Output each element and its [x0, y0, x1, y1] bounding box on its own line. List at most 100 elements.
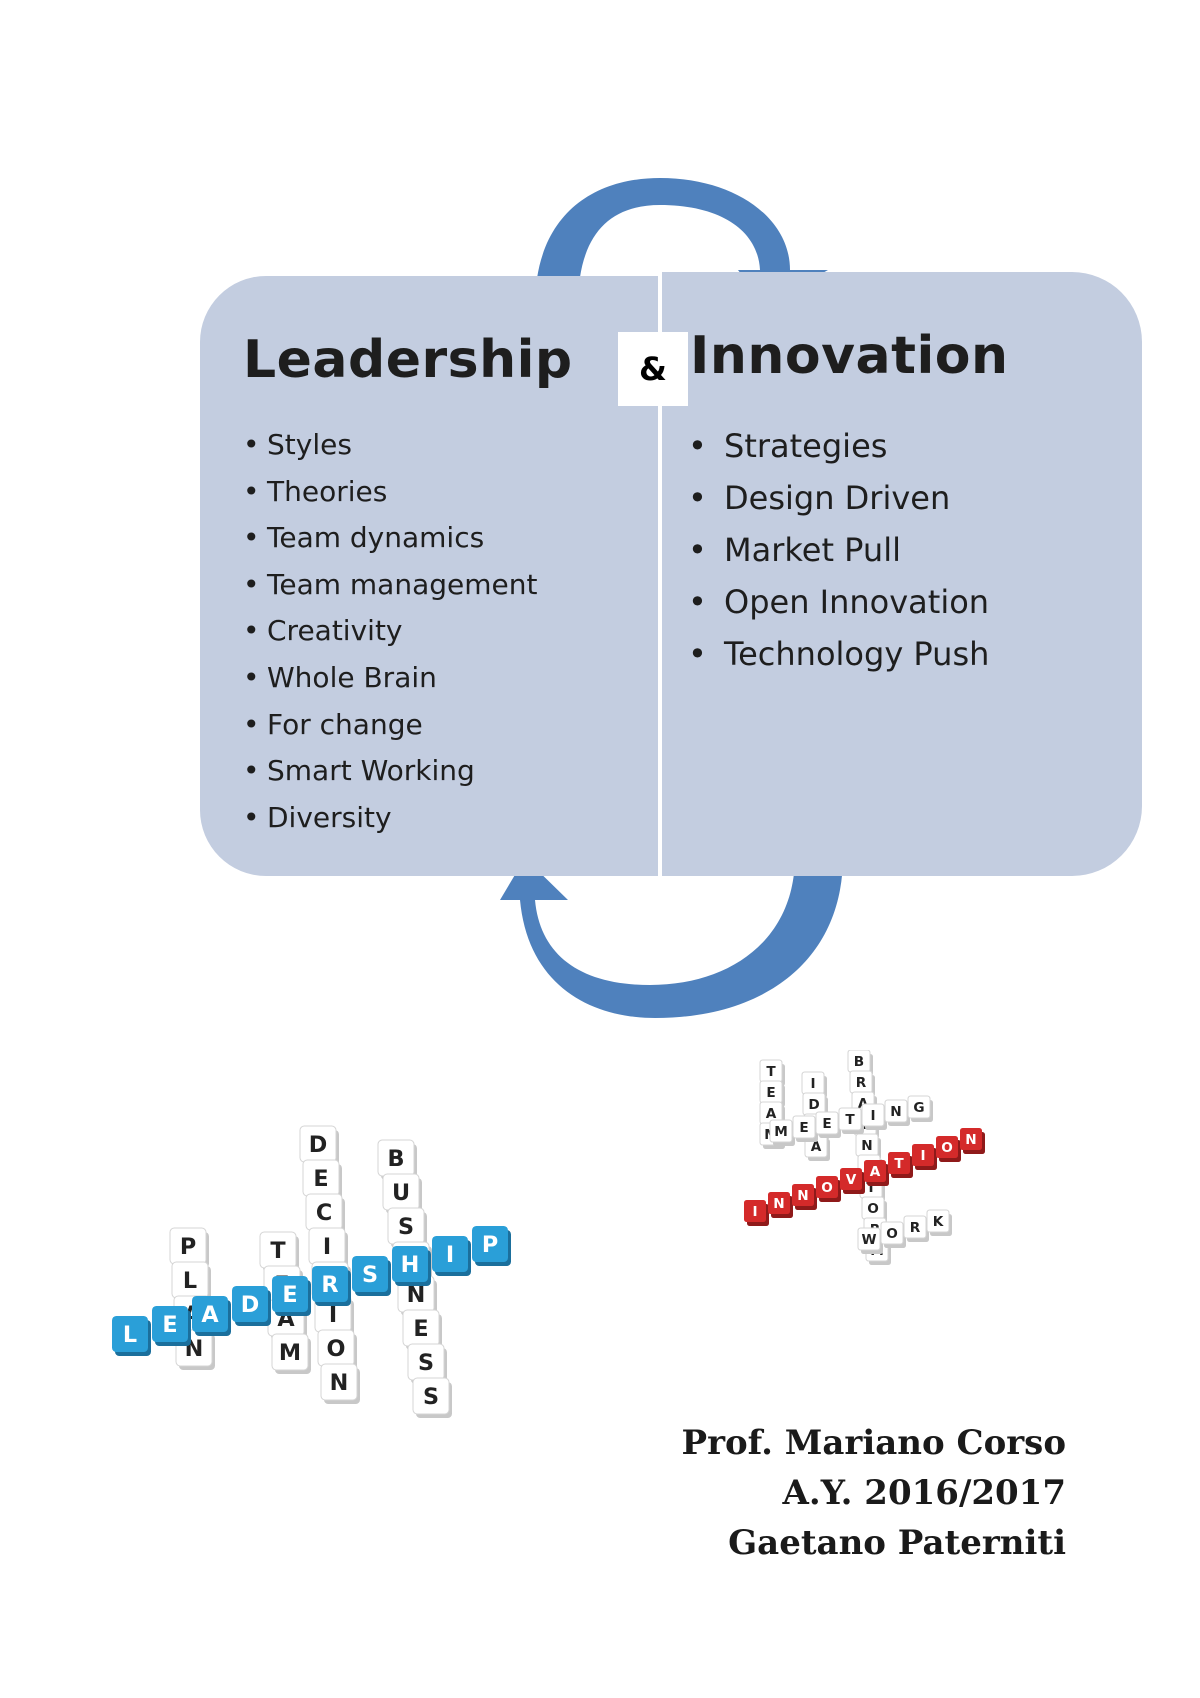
svg-text:E: E [799, 1120, 808, 1136]
svg-text:P: P [180, 1234, 196, 1260]
svg-text:B: B [387, 1146, 404, 1172]
svg-text:M: M [774, 1124, 788, 1140]
letter-cube-white: O [317, 1329, 357, 1370]
svg-text:E: E [822, 1116, 831, 1132]
letter-cube-white: C [305, 1193, 345, 1234]
svg-text:O: O [821, 1180, 833, 1196]
letter-cube-white: D [299, 1125, 339, 1166]
svg-text:D: D [241, 1292, 260, 1318]
letter-cube-white: S [412, 1377, 452, 1418]
svg-text:I: I [870, 1108, 875, 1124]
svg-text:S: S [362, 1262, 378, 1288]
svg-text:D: D [309, 1132, 328, 1158]
letter-cube-white: I [308, 1227, 348, 1268]
svg-text:T: T [845, 1112, 855, 1128]
letter-cube-white: N [320, 1363, 360, 1404]
letter-cube-blue: R [312, 1266, 351, 1306]
letter-cube-red: V [840, 1168, 865, 1194]
letter-cube-red: I [744, 1200, 769, 1226]
letter-cube-white: M [271, 1333, 311, 1374]
svg-text:E: E [413, 1316, 428, 1342]
svg-text:S: S [398, 1214, 414, 1240]
letter-cube-blue: I [432, 1236, 471, 1276]
letter-cube-red: N [792, 1184, 817, 1210]
letter-cube-white: U [382, 1173, 422, 1214]
letter-cube-blue: A [192, 1296, 231, 1336]
svg-text:W: W [861, 1232, 876, 1248]
letter-cube-red: A [864, 1160, 889, 1186]
svg-text:I: I [752, 1204, 757, 1220]
letter-cube-blue: E [152, 1306, 191, 1346]
svg-text:N: N [330, 1370, 349, 1396]
svg-text:R: R [910, 1220, 921, 1236]
innovation-title: Innovation [690, 326, 1009, 386]
svg-text:S: S [423, 1384, 439, 1410]
svg-text:E: E [162, 1312, 177, 1338]
svg-text:A: A [811, 1139, 822, 1155]
letter-cube-blue: H [392, 1246, 431, 1286]
letter-cube-white: S [407, 1343, 447, 1384]
list-item: •Open Innovation [688, 583, 990, 621]
letter-cube-white: N [884, 1099, 910, 1126]
student-name: Gaetano Paterniti [728, 1523, 1066, 1563]
letter-cube-white: E [792, 1115, 818, 1142]
professor-name: Prof. Mariano Corso [681, 1423, 1066, 1463]
bottom-cycle-arrow [500, 856, 843, 1018]
letter-cube-white: I [861, 1103, 887, 1130]
list-item: •For change [243, 707, 423, 741]
svg-text:N: N [407, 1282, 426, 1308]
svg-text:T: T [866, 1180, 876, 1196]
list-item: •Diversity [243, 800, 392, 834]
svg-text:T: T [894, 1156, 904, 1172]
svg-text:N: N [861, 1138, 872, 1154]
letter-cube-blue: L [112, 1316, 151, 1356]
svg-text:M: M [279, 1340, 301, 1366]
svg-text:C: C [316, 1200, 332, 1226]
svg-text:A: A [201, 1302, 219, 1328]
letter-cube-white: B [377, 1139, 417, 1180]
svg-text:T: T [270, 1238, 286, 1264]
list-item: •Creativity [243, 614, 403, 648]
author-signature: Prof. Mariano Corso A.Y. 2016/2017 Gaeta… [682, 1418, 1066, 1568]
svg-text:O: O [867, 1201, 879, 1217]
svg-text:G: G [913, 1100, 924, 1116]
letter-cube-red: O [816, 1176, 841, 1202]
svg-text:H: H [401, 1252, 420, 1278]
list-item: •Whole Brain [243, 660, 437, 694]
svg-text:N: N [965, 1132, 976, 1148]
letter-cube-white: R [903, 1215, 929, 1242]
ampersand-connector: & [618, 332, 688, 406]
svg-text:O: O [886, 1226, 898, 1242]
svg-text:O: O [941, 1140, 953, 1156]
svg-text:T: T [766, 1064, 776, 1080]
letter-cube-red: O [936, 1136, 961, 1162]
letter-cube-white: M [769, 1119, 795, 1146]
letter-cube-white: K [926, 1209, 952, 1236]
svg-text:N: N [890, 1104, 901, 1120]
svg-text:I: I [323, 1234, 331, 1260]
leadership-panel [200, 276, 658, 876]
letter-cube-red: I [912, 1144, 937, 1170]
letter-cube-blue: E [272, 1276, 311, 1316]
list-item: •Styles [243, 428, 352, 461]
list-item: •Smart Working [243, 754, 475, 788]
leadership-crossword-image: PLANTEAMDECISIONBUSINESSLEADERSHIP [112, 1125, 511, 1418]
svg-text:E: E [766, 1085, 775, 1101]
letter-cube-red: N [960, 1128, 985, 1154]
svg-text:A: A [870, 1164, 881, 1180]
letter-cube-white: E [302, 1159, 342, 1200]
svg-text:R: R [321, 1272, 338, 1298]
list-item: •Theories [243, 474, 388, 508]
svg-text:U: U [392, 1180, 410, 1206]
letter-cube-white: L [171, 1261, 211, 1302]
academic-year: A.Y. 2016/2017 [782, 1473, 1066, 1513]
svg-text:B: B [854, 1054, 864, 1070]
letter-cube-blue: P [472, 1226, 511, 1266]
svg-text:R: R [856, 1075, 867, 1091]
svg-text:N: N [797, 1188, 808, 1204]
innovation-topics: •Strategies •Design Driven •Market Pull … [688, 420, 989, 680]
svg-text:I: I [329, 1302, 337, 1328]
letter-cube-white: G [907, 1095, 933, 1122]
svg-text:I: I [920, 1148, 925, 1164]
letter-cube-white: O [880, 1221, 906, 1248]
